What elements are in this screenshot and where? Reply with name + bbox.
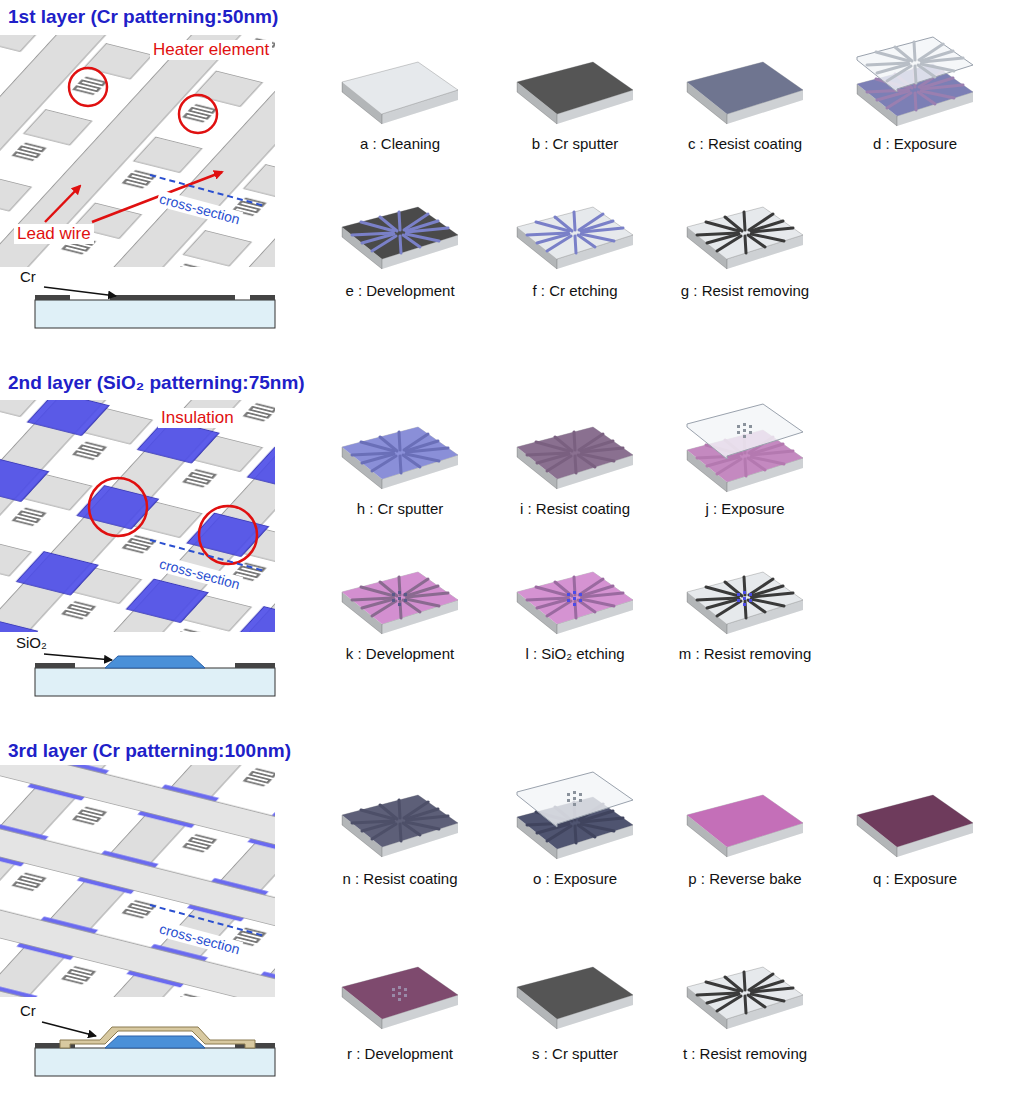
step-caption: o : Exposure: [533, 870, 617, 887]
section-heading: 3rd layer (Cr patterning:100nm): [8, 740, 291, 762]
step-caption: s : Cr sputter: [532, 1045, 618, 1062]
callout-label: Lead wire: [14, 224, 94, 244]
cross-section-label: cross-section: [156, 190, 244, 228]
callout-label: Heater element: [150, 40, 272, 60]
material-label: Cr: [18, 268, 38, 285]
cross-section-label: cross-section: [156, 555, 244, 593]
step-caption: l : SiO₂ etching: [525, 645, 624, 662]
step-caption: m : Resist removing: [679, 645, 812, 662]
step-caption: b : Cr sputter: [532, 135, 619, 152]
step-caption: h : Cr sputter: [357, 500, 444, 517]
material-label: Cr: [18, 1002, 38, 1019]
step-caption: a : Cleaning: [360, 135, 440, 152]
layer3-perspective: [0, 765, 275, 997]
step-caption: q : Exposure: [873, 870, 957, 887]
step-caption: t : Resist removing: [683, 1045, 807, 1062]
step-caption: e : Development: [345, 282, 454, 299]
step-caption: p : Reverse bake: [688, 870, 801, 887]
section-heading: 1st layer (Cr patterning:50nm): [8, 6, 278, 28]
step-caption: n : Resist coating: [342, 870, 457, 887]
callout-label: Insulation: [158, 408, 237, 428]
step-caption: r : Development: [347, 1045, 453, 1062]
step-caption: f : Cr etching: [532, 282, 617, 299]
step-caption: d : Exposure: [873, 135, 957, 152]
layer2-perspective: [0, 400, 275, 632]
material-label: SiO₂: [14, 634, 49, 651]
step-caption: g : Resist removing: [681, 282, 809, 299]
step-caption: c : Resist coating: [688, 135, 802, 152]
layer1-perspective: [0, 35, 275, 267]
step-caption: i : Resist coating: [520, 500, 630, 517]
step-caption: j : Exposure: [705, 500, 784, 517]
section-heading: 2nd layer (SiO₂ patterning:75nm): [8, 372, 305, 394]
step-caption: k : Development: [346, 645, 454, 662]
cross-section-label: cross-section: [156, 920, 244, 958]
